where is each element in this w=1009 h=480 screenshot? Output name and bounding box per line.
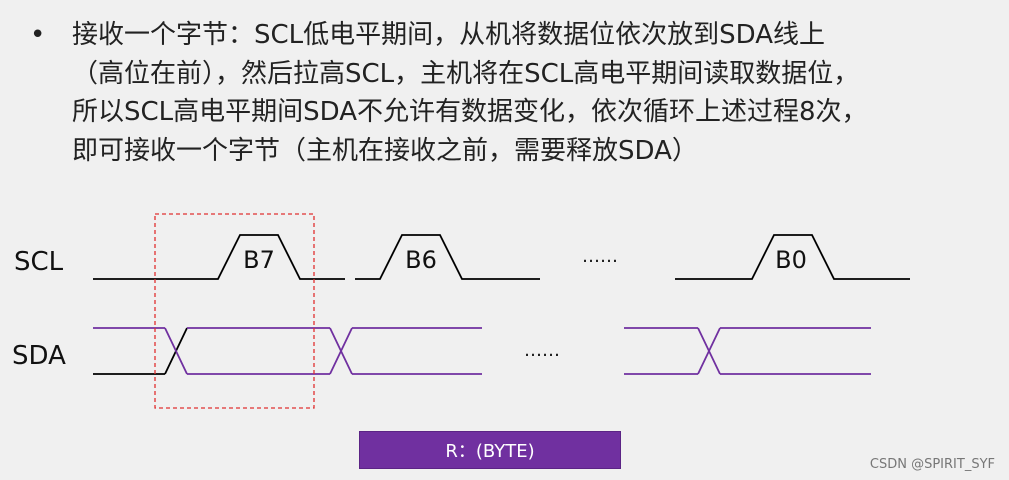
bullet-line-3: 所以SCL高电平期间SDA不允许有数据变化，依次循环上述过程8次， xyxy=(72,97,868,127)
byte-bar: R：(BYTE) xyxy=(359,431,621,469)
sda-label: SDA xyxy=(12,341,66,371)
bullet-line-1: 接收一个字节：SCL低电平期间，从机将数据位依次放到SDA线上 xyxy=(72,20,825,50)
sda-data-segment-1 xyxy=(93,327,482,375)
scl-waveform-segment-3 xyxy=(675,234,910,280)
scl-waveform-segment-1 xyxy=(93,234,345,280)
scl-waveform-segment-2 xyxy=(355,234,540,280)
bullet-dot: • xyxy=(30,20,46,50)
sda-data-segment-2 xyxy=(624,327,871,375)
pulse-label-b0: B0 xyxy=(775,246,807,274)
pulse-label-b6: B6 xyxy=(405,246,437,274)
scl-ellipsis: …… xyxy=(582,246,618,267)
scl-label: SCL xyxy=(14,247,64,277)
sda-ellipsis: …… xyxy=(524,340,560,361)
bullet-line-2: （高位在前），然后拉高SCL，主机将在SCL高电平期间读取数据位， xyxy=(72,58,860,89)
pulse-label-b7: B7 xyxy=(243,246,275,274)
bullet-text: 接收一个字节：SCL低电平期间，从机将数据位依次放到SDA线上 （高位在前），然… xyxy=(72,16,992,170)
bullet-line-4: 即可接收一个字节（主机在接收之前，需要释放SDA） xyxy=(72,135,698,166)
highlight-box xyxy=(154,213,315,409)
watermark: CSDN @SPIRIT_SYF xyxy=(869,457,995,472)
